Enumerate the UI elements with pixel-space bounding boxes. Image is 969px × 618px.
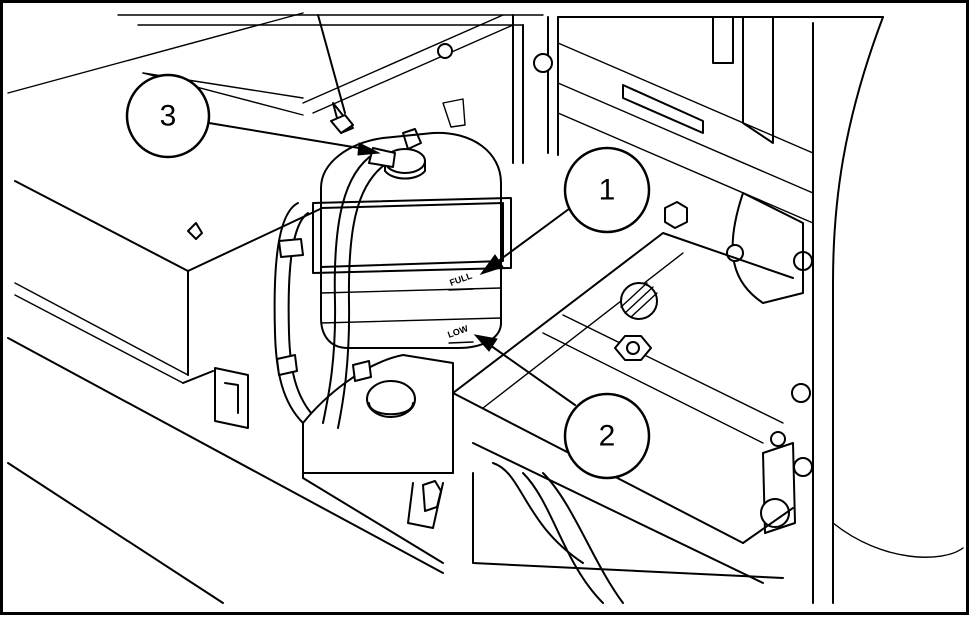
callout-3: 3 — [125, 73, 211, 159]
hose-clamp-icon — [422, 480, 442, 512]
reservoir-cap-icon — [366, 380, 416, 418]
terminal-post-icon — [664, 201, 688, 229]
callout-2: 2 — [563, 392, 651, 480]
hose-clamp-icon — [352, 360, 372, 382]
wing-nut-icon — [330, 114, 354, 134]
callout-3-label: 3 — [160, 100, 177, 133]
vent-cap-icon — [614, 335, 652, 361]
bolt-icon — [533, 53, 553, 73]
right-frame — [533, 16, 964, 604]
callout-1: 1 — [563, 146, 651, 234]
bolt-icon — [791, 383, 811, 403]
hose-clamp-icon — [278, 238, 304, 258]
battery-box — [452, 201, 794, 604]
bolt-icon — [770, 431, 786, 447]
leader-lines — [208, 14, 578, 406]
wing-nut-icon — [187, 222, 203, 240]
rear-bulkhead — [117, 14, 544, 164]
bolt-icon — [793, 457, 813, 477]
callout-1-label: 1 — [599, 174, 616, 207]
bolt-icon — [437, 43, 453, 59]
callout-2-label: 2 — [599, 420, 616, 453]
coolant-recovery-tank: FULL LOW — [273, 128, 512, 429]
engine-bay-illustration: FULL LOW 3 1 2 — [7, 12, 964, 604]
mounting-bracket — [214, 102, 354, 429]
secondary-reservoir — [302, 354, 454, 564]
hose-clamp-icon — [276, 354, 298, 376]
